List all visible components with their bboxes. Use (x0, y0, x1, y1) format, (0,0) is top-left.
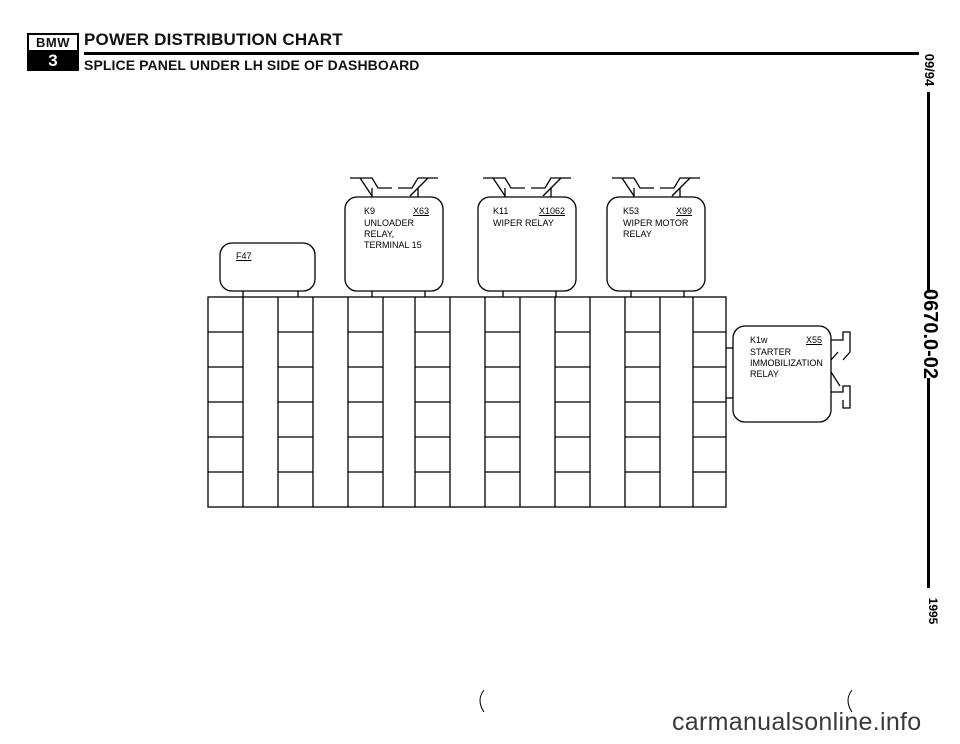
k1w-name-line-3: RELAY (750, 369, 779, 379)
k11-code: K11 (493, 206, 509, 216)
f47-code: F47 (236, 251, 252, 261)
k53-name-line-1: WIPER MOTOR (623, 218, 689, 228)
f47-housing (219, 242, 316, 297)
k53-connector: X99 (676, 206, 693, 216)
k9-relay-housing (344, 177, 444, 297)
page-title: POWER DISTRIBUTION CHART (84, 30, 343, 49)
k53-relay-housing (606, 177, 706, 297)
k9-connector: X63 (413, 206, 430, 216)
k1w-code: K1w (750, 335, 768, 345)
k9-name-line-3: TERMINAL 15 (364, 240, 422, 250)
k11-name-line-1: WIPER RELAY (493, 218, 554, 228)
source-watermark: carmanualsonline.info (672, 708, 922, 736)
margin-rule-top (927, 92, 930, 292)
k9-code: K9 (364, 206, 376, 216)
k1w-name-line-2: IMMOBILIZATION (750, 358, 823, 368)
k9-name-line-1: UNLOADER (364, 218, 415, 228)
margin-rule-bottom (927, 378, 930, 588)
k1w-name-line-1: STARTER (750, 347, 792, 357)
k11-relay-housing (477, 177, 577, 297)
splice-panel-cells (208, 331, 726, 473)
k1w-connector: X55 (806, 335, 823, 345)
k11-connector: X1062 (539, 206, 566, 216)
scan-marks (479, 689, 853, 713)
page-subtitle: SPLICE PANEL UNDER LH SIDE OF DASHBOARD (84, 57, 420, 73)
k53-code: K53 (623, 206, 640, 216)
series-3-logo: 3 (27, 51, 79, 71)
k1w-relay-housing (726, 325, 851, 423)
k53-name-line-2: RELAY (623, 229, 652, 239)
header-rule (84, 52, 919, 55)
k9-name-line-2: RELAY, (364, 229, 395, 239)
